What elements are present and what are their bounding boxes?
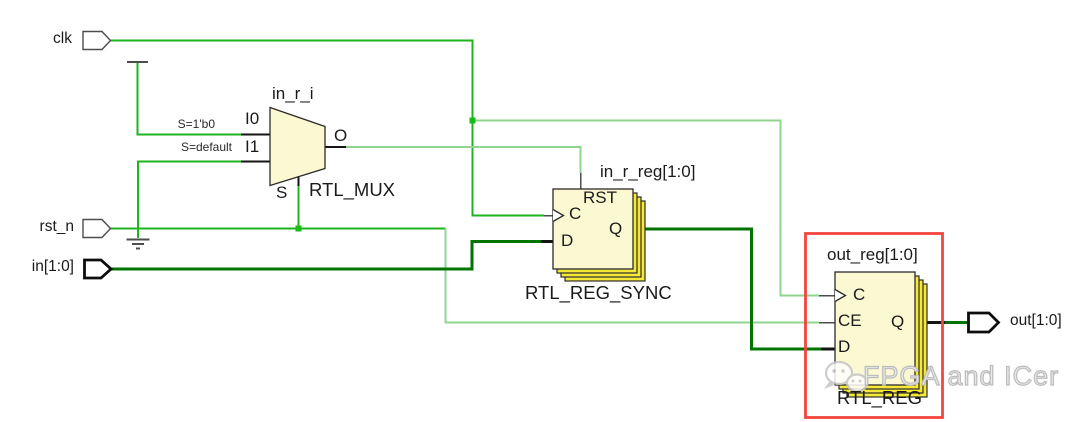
clk-junction-dot [469,117,476,124]
mux-type-label: RTL_MUX [309,179,396,200]
rst-junction-dot [295,225,302,232]
out-output-port[interactable] [967,311,1001,334]
port-label-in: in[1:0] [31,258,74,275]
reg-sync-symbol[interactable] [552,188,646,282]
mux-i0-condition-label: S=1'b0 [177,117,215,131]
reg-sync-pin-c-label: C [569,204,582,223]
reg-out-pin-d-label: D [838,337,851,356]
mux-pin-o-label: O [334,126,348,145]
reg-sync-pin-d-label: D [561,231,574,250]
port-label-rst-n: rst_n [39,218,74,235]
rst-n-input-port[interactable] [82,218,112,239]
reg-sync-clock-triangle [552,208,565,223]
reg-sync-type-label: RTL_REG_SYNC [525,282,672,303]
reg-out-pin-ce-label: CE [838,311,862,330]
mux-symbol[interactable] [269,106,326,187]
port-label-clk: clk [53,30,72,47]
in-bus-wire[interactable] [111,239,541,271]
gnd-net[interactable] [126,160,271,250]
rst-branch-wire[interactable] [444,228,820,324]
mux-pin-s-label: S [276,183,288,202]
reg-out-instance-label: out_reg[1:0] [827,245,918,264]
highlight-box [804,232,944,419]
mux-i1-wire[interactable] [137,160,241,239]
in-r-q-bus-wire[interactable] [645,227,821,351]
mux-out-net[interactable] [325,146,582,189]
wechat-icon [824,360,869,393]
in-bus-net[interactable] [111,239,553,271]
ground-symbol [126,238,150,250]
clk-wire[interactable] [110,39,544,217]
reg-sync-instance-label: in_r_reg[1:0] [600,162,696,181]
reg-out-pin-c-label: C [853,285,866,304]
clk-input-port[interactable] [82,30,112,51]
rst-net[interactable] [110,177,835,324]
clk-net[interactable] [110,39,835,297]
mux-i0-wire[interactable] [136,63,242,136]
mux-o-wire[interactable] [346,146,582,173]
clk-branch-wire[interactable] [472,119,820,297]
mux-pin-i1-label: I1 [245,137,260,156]
port-label-out: out[1:0] [1010,312,1062,329]
mux-instance-label: in_r_i [272,84,314,103]
reg-out-clock-triangle [834,288,847,303]
mux-i1-condition-label: S=default [180,140,232,154]
mux-pin-i0-label: I0 [245,109,260,128]
reg-out-pin-q-label: Q [891,312,905,331]
reg-sync-pin-rst-label: RST [583,188,617,207]
reg-out-type-label: RTL_REG [837,387,922,408]
watermark-text: FPGA and ICer [862,360,1060,391]
const0-net[interactable] [127,60,270,136]
reg-sync-pin-q-label: Q [609,219,623,238]
in-input-port[interactable] [83,258,114,280]
